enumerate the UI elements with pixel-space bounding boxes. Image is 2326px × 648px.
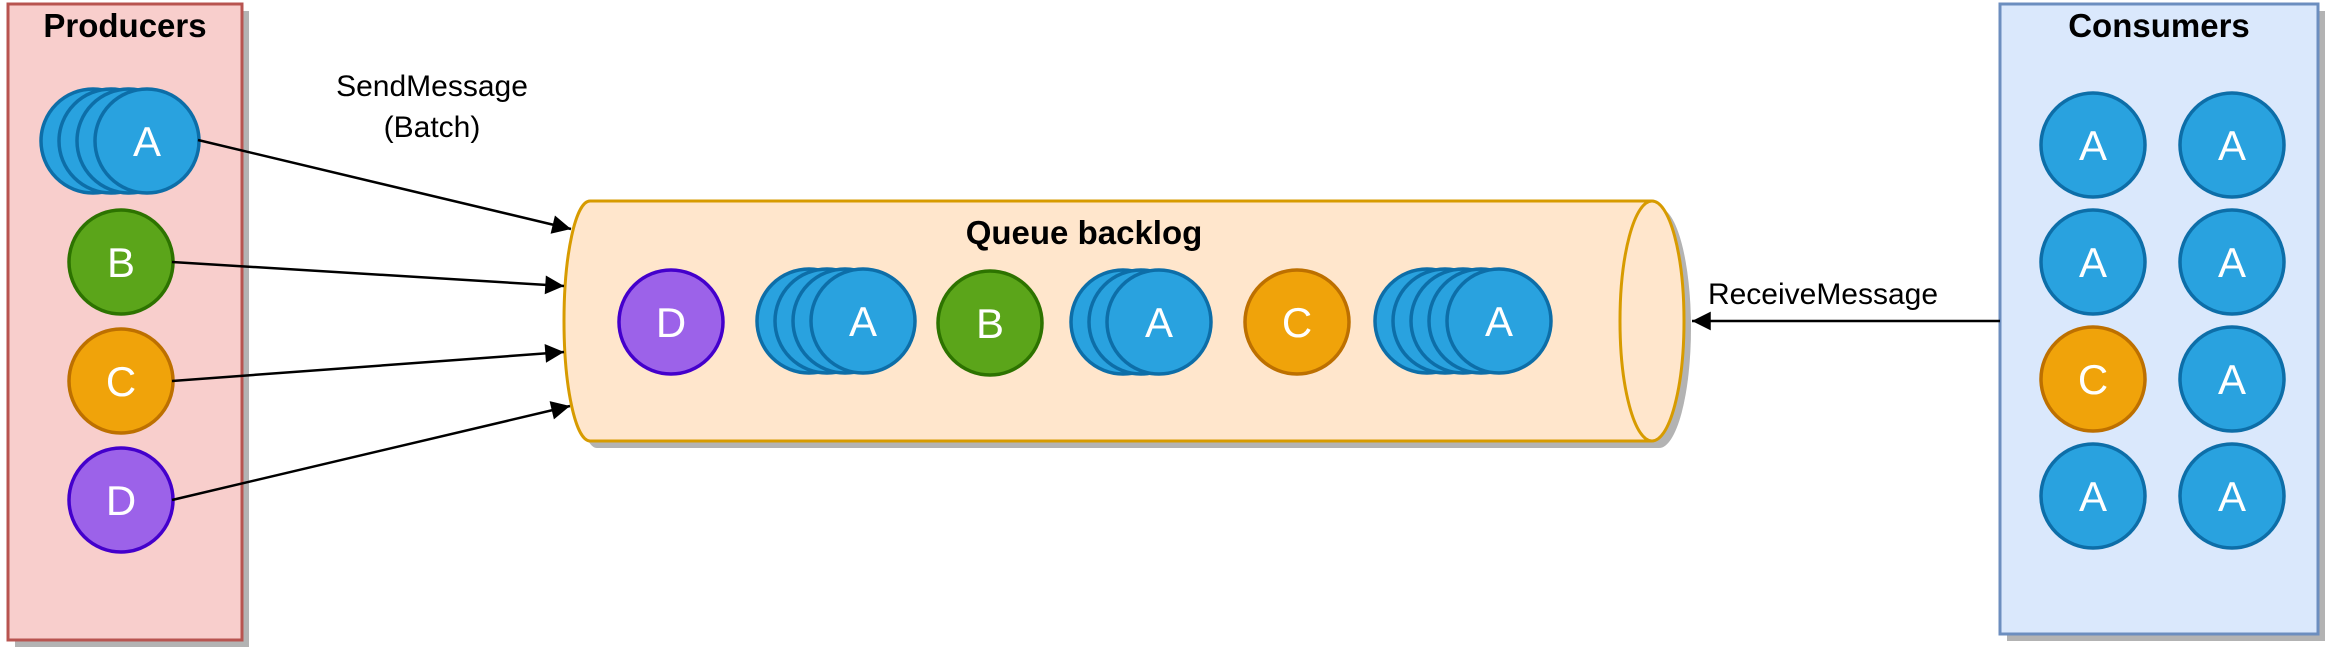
message-letter: C	[1282, 299, 1312, 346]
message-letter: A	[849, 298, 877, 345]
message-circle	[1243, 268, 1351, 376]
message-letter: B	[107, 239, 135, 286]
message-circle	[1445, 267, 1553, 375]
message-letter: B	[976, 300, 1004, 347]
consumer-items: A A A A C A A A	[2039, 91, 2286, 550]
queue-cap-back-arc	[1618, 199, 1653, 443]
message-letter: A	[2218, 356, 2246, 403]
message-a-stack: A	[1373, 267, 1553, 375]
message-letter: A	[2218, 122, 2246, 169]
message-letter: C	[2078, 356, 2108, 403]
message-c: C	[1243, 268, 1351, 376]
message-a-stack: A	[1069, 268, 1213, 376]
message-circle	[1105, 268, 1213, 376]
send-message-label: SendMessage	[336, 70, 528, 103]
message-c: C	[67, 327, 175, 435]
send-arrow-b	[171, 260, 565, 295]
message-a-stack: A	[39, 87, 201, 195]
message-a: A	[2178, 325, 2286, 433]
message-letter: A	[1145, 299, 1173, 346]
producer-items: A B C D	[39, 87, 201, 554]
consumers-box: Consumers A A A A C A A A	[1998, 2, 2325, 641]
message-circle	[2039, 91, 2147, 199]
message-d: D	[67, 446, 175, 554]
message-a: A	[2039, 442, 2147, 550]
send-message-batch-label: (Batch)	[384, 111, 481, 144]
receive-message-label: ReceiveMessage	[1708, 278, 1938, 311]
send-arrow-a	[197, 138, 572, 234]
message-b: B	[936, 269, 1044, 377]
message-circle	[2178, 208, 2286, 316]
message-circle	[2178, 325, 2286, 433]
message-d: D	[617, 268, 725, 376]
message-letter: A	[133, 118, 161, 165]
message-a: A	[2178, 91, 2286, 199]
message-letter: C	[106, 358, 136, 405]
message-circle	[2039, 325, 2147, 433]
message-circle	[936, 269, 1044, 377]
message-letter: A	[2218, 239, 2246, 286]
message-letter: A	[2079, 122, 2107, 169]
message-circle	[2178, 442, 2286, 550]
message-letter: A	[1485, 298, 1513, 345]
send-arrows	[171, 138, 572, 502]
queue-cylinder: Queue backlog D A B A C A	[562, 199, 1691, 448]
message-circle	[2178, 91, 2286, 199]
message-letter: D	[656, 299, 686, 346]
message-letter: A	[2218, 473, 2246, 520]
message-letter: A	[2079, 473, 2107, 520]
message-letter: D	[106, 477, 136, 524]
message-circle	[2039, 442, 2147, 550]
producers-box: Producers A B C D	[6, 2, 249, 647]
message-a-stack: A	[755, 267, 917, 375]
message-c: C	[2039, 325, 2147, 433]
message-a: A	[2039, 208, 2147, 316]
queue-title: Queue backlog	[966, 214, 1203, 251]
message-circle	[617, 268, 725, 376]
message-a: A	[2039, 91, 2147, 199]
producers-title: Producers	[43, 7, 206, 44]
message-a: A	[2178, 442, 2286, 550]
send-arrow-c	[171, 344, 565, 383]
message-circle	[2039, 208, 2147, 316]
consumers-title: Consumers	[2068, 7, 2250, 44]
message-b: B	[67, 208, 175, 316]
send-arrow-d	[171, 401, 571, 502]
message-circle	[809, 267, 917, 375]
message-letter: A	[2079, 239, 2107, 286]
message-a: A	[2178, 208, 2286, 316]
consumers-box-body	[1998, 2, 2320, 636]
